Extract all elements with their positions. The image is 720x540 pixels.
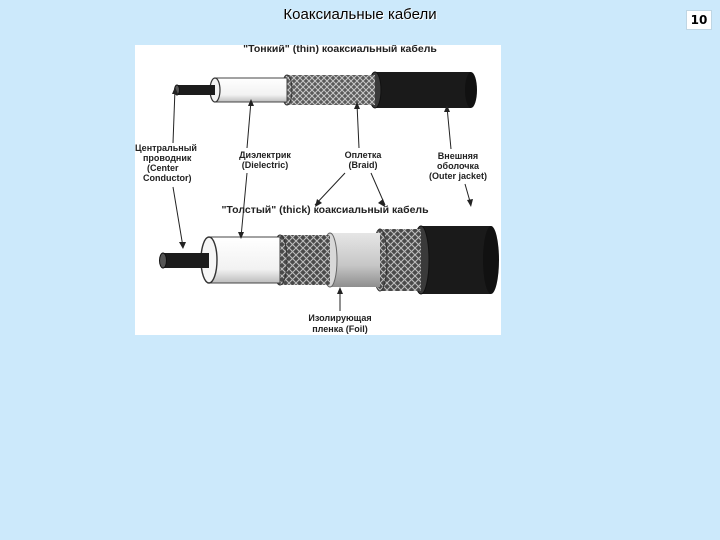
label-center-conductor: Центральный проводник (Center Conductor) xyxy=(135,143,197,183)
svg-text:пленка (Foil): пленка (Foil) xyxy=(312,324,367,334)
thin-cable xyxy=(174,71,477,109)
svg-text:(Center: (Center xyxy=(147,163,179,173)
coaxial-cable-diagram: "Тонкий" (thin) коаксиальный кабель Цент… xyxy=(135,45,501,335)
label-braid: Оплетка (Braid) xyxy=(345,150,383,170)
label-outer-jacket: Внешняя оболочка (Outer jacket) xyxy=(429,151,487,181)
thick-cable xyxy=(159,225,499,295)
svg-text:Conductor): Conductor) xyxy=(143,173,192,183)
svg-text:Диэлектрик: Диэлектрик xyxy=(239,150,291,160)
leader-arrowheads xyxy=(172,87,473,294)
svg-text:(Dielectric): (Dielectric) xyxy=(242,160,289,170)
thin-cable-caption: "Тонкий" (thin) коаксиальный кабель xyxy=(243,45,437,55)
page-number: 10 xyxy=(686,10,712,30)
svg-text:оболочка: оболочка xyxy=(437,161,480,171)
thick-cable-caption: "Толстый" (thick) коаксиальный кабель xyxy=(221,204,429,216)
svg-text:(Braid): (Braid) xyxy=(349,160,378,170)
label-foil: Изолирующая пленка (Foil) xyxy=(308,313,371,334)
svg-text:Изолирующая: Изолирующая xyxy=(308,313,371,323)
svg-text:(Outer jacket): (Outer jacket) xyxy=(429,171,487,181)
label-dielectric: Диэлектрик (Dielectric) xyxy=(239,150,291,170)
slide-title: Коаксиальные кабели xyxy=(283,6,437,23)
svg-text:Центральный: Центральный xyxy=(135,143,197,153)
svg-text:Оплетка: Оплетка xyxy=(345,150,383,160)
svg-text:проводник: проводник xyxy=(143,153,192,163)
svg-text:Внешняя: Внешняя xyxy=(438,151,478,161)
